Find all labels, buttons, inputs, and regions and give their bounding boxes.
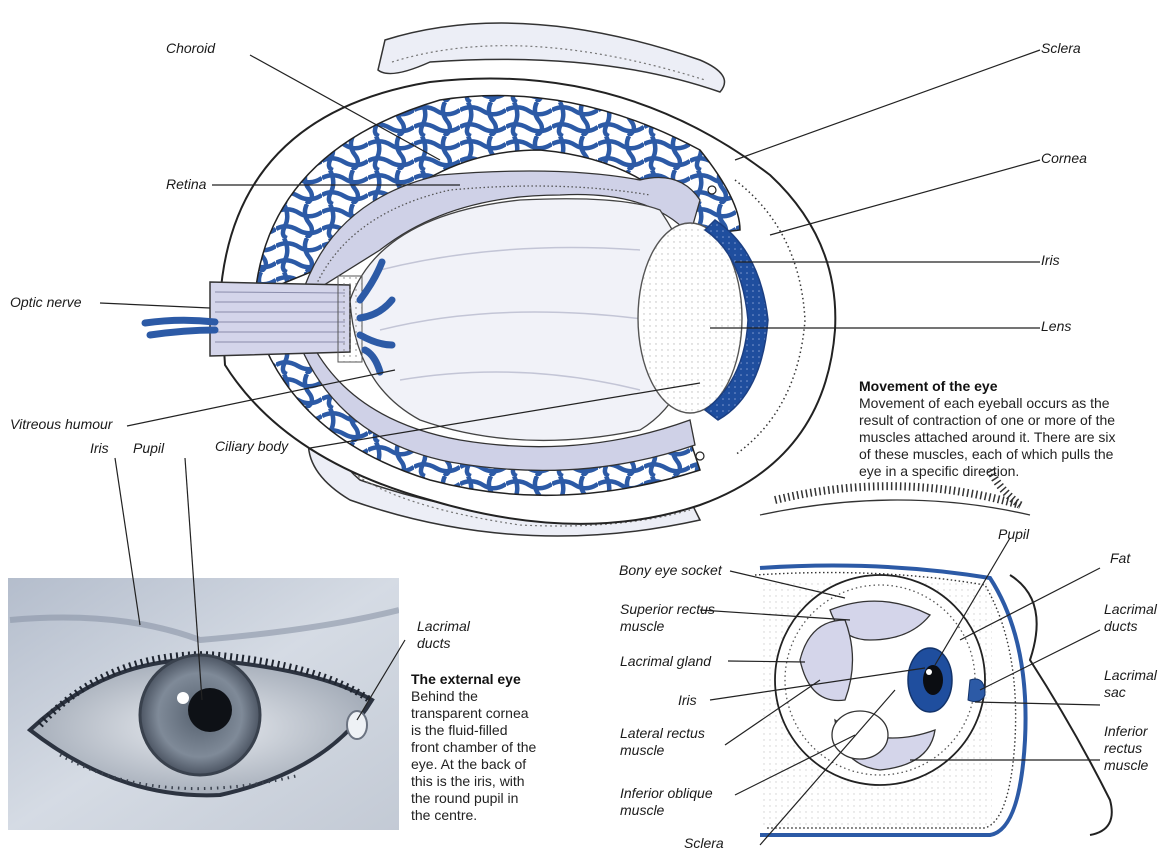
movement-heading: Movement of the eye [859, 378, 997, 395]
socket-label-bony-eye-socket: Bony eye socket [619, 562, 722, 579]
socket-label-fat: Fat [1110, 550, 1130, 567]
photo-pupil [188, 688, 232, 732]
socket-label-iris: Iris [678, 692, 697, 709]
photo-label-iris: Iris [90, 440, 109, 457]
socket-label-superior-rectus: Superior rectus muscle [620, 601, 715, 635]
label-cornea: Cornea [1041, 150, 1087, 167]
label-iris: Iris [1041, 252, 1060, 269]
central-artery [145, 320, 215, 335]
socket-label-pupil: Pupil [998, 526, 1029, 543]
socket-label-lacrimal-sac: Lacrimal sac [1104, 667, 1157, 701]
label-vitreous-humour: Vitreous humour [10, 416, 112, 433]
socket-pupil [923, 665, 943, 695]
movement-body: Movement of each eyeball occurs as the r… [859, 395, 1164, 480]
socket-label-inferior-oblique: Inferior oblique muscle [620, 785, 713, 819]
label-ciliary-body: Ciliary body [215, 438, 288, 455]
label-sclera: Sclera [1041, 40, 1081, 57]
label-lens: Lens [1041, 318, 1071, 335]
eye-photo [8, 578, 399, 830]
photo-label-pupil: Pupil [133, 440, 164, 457]
socket-label-sclera: Sclera [684, 835, 724, 852]
external-body: Behind the transparent cornea is the flu… [411, 688, 581, 824]
socket-label-lateral-rectus: Lateral rectus muscle [620, 725, 705, 759]
label-optic-nerve: Optic nerve [10, 294, 82, 311]
photo-label-lacrimal-ducts: Lacrimal ducts [417, 618, 470, 652]
socket-label-lacrimal-gland: Lacrimal gland [620, 653, 711, 670]
socket-label-lacrimal-ducts: Lacrimal ducts [1104, 601, 1157, 635]
label-retina: Retina [166, 176, 206, 193]
external-heading: The external eye [411, 671, 521, 688]
socket-label-inferior-rectus: Inferior rectus muscle [1104, 723, 1148, 774]
label-choroid: Choroid [166, 40, 215, 57]
eye-socket-diagram [700, 470, 1112, 845]
